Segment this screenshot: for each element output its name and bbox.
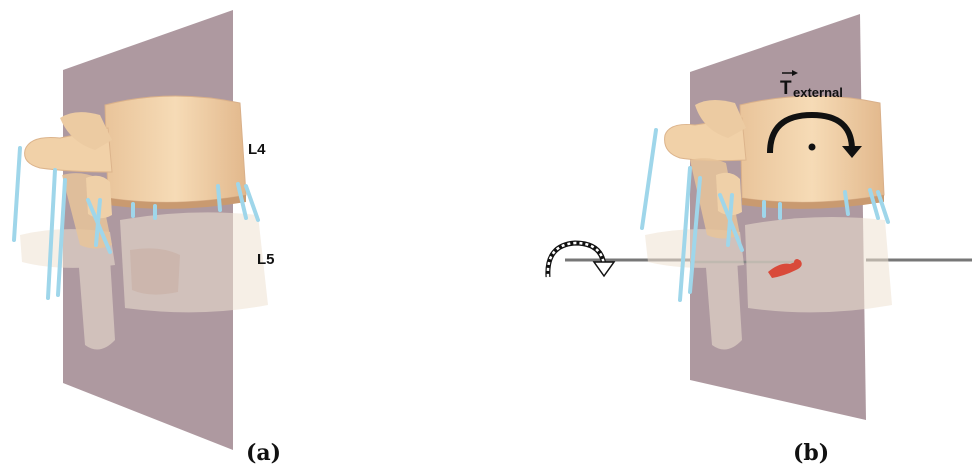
caption-b: (b)	[793, 440, 829, 466]
svg-text:T: T	[780, 78, 792, 99]
label-l4: L4	[248, 141, 266, 158]
svg-text:external: external	[793, 85, 843, 100]
caption-a: (a)	[246, 440, 281, 466]
panel-a: L4 L5	[14, 10, 275, 450]
label-l5: L5	[257, 251, 275, 268]
panel-b: T external	[548, 14, 972, 420]
